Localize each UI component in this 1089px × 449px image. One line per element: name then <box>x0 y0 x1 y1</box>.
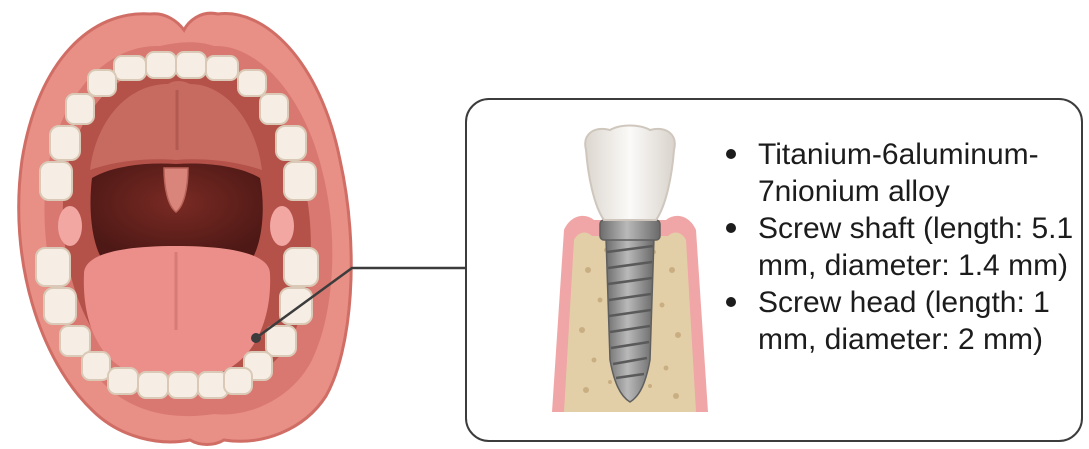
tonsil-right <box>270 206 294 246</box>
screw-head <box>600 220 660 240</box>
dental-implant-illustration <box>530 120 730 420</box>
open-mouth-illustration <box>19 13 352 444</box>
spec-text: Screw head (length: 1 mm, diameter: 2 mm… <box>758 286 1050 356</box>
spec-text: Titanium-6aluminum-7nionium alloy <box>758 138 1039 208</box>
tonsil-left <box>58 206 82 246</box>
bullet-icon <box>726 297 736 307</box>
bullet-icon <box>726 223 736 233</box>
crown <box>585 126 675 221</box>
implant-spec-list: Titanium-6aluminum-7nionium alloy Screw … <box>722 136 1082 358</box>
spec-item-material: Titanium-6aluminum-7nionium alloy <box>722 136 1082 210</box>
spec-item-screw-head: Screw head (length: 1 mm, diameter: 2 mm… <box>722 284 1082 358</box>
spec-item-screw-shaft: Screw shaft (length: 5.1 mm, diameter: 1… <box>722 210 1082 284</box>
spec-text: Screw shaft (length: 5.1 mm, diameter: 1… <box>758 212 1073 282</box>
bullet-icon <box>726 149 736 159</box>
